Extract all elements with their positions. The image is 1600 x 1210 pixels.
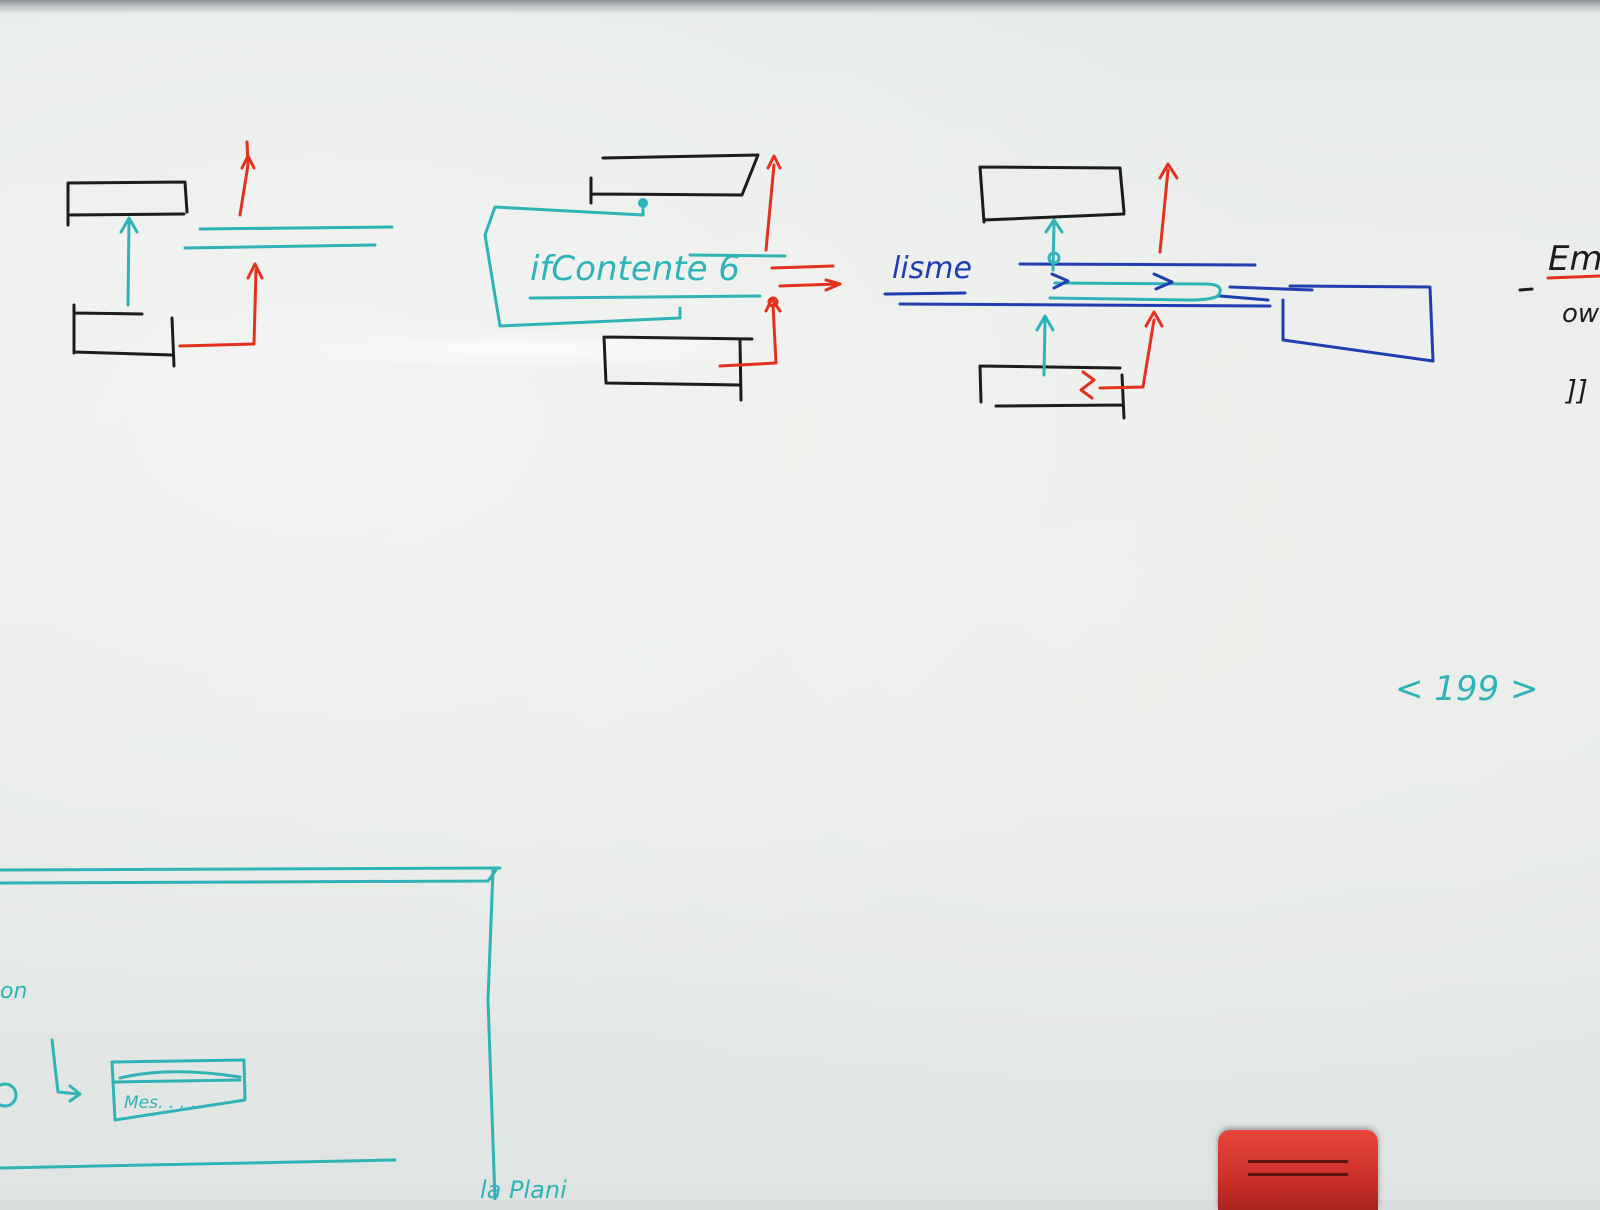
bottom-edge-text: la Plani <box>480 1176 567 1200</box>
circle-marker <box>0 1082 18 1108</box>
right-edge-notes: Em ow ]] <box>1518 239 1600 407</box>
red-arrow-right-bottom <box>1079 310 1164 400</box>
teal-arrow-bottom <box>1035 314 1055 377</box>
box-top-right <box>978 165 1126 224</box>
blue-underline-and-rails <box>883 262 1314 308</box>
diagram-1 <box>66 140 394 368</box>
box-bottom-left <box>72 303 176 368</box>
mini-panel-text: Mes. . . . . <box>124 1093 207 1113</box>
bottom-left-side-text: on <box>0 979 27 1004</box>
box-top-left <box>66 180 189 227</box>
if-label: ifContente 6 <box>530 249 740 289</box>
whiteboard-frame-top <box>0 0 1600 14</box>
red-arrow-top <box>238 140 256 217</box>
red-heading-underline <box>1546 274 1600 280</box>
teal-chevrons <box>1050 272 1174 291</box>
box-top-middle <box>589 153 760 205</box>
curved-arrow <box>50 1038 82 1103</box>
right-edge-heading: Em <box>1548 239 1600 279</box>
teal-node <box>638 198 648 208</box>
wireframe-outer-frame <box>0 866 502 1200</box>
right-edge-line1: ow <box>1562 299 1600 329</box>
page-marker: < 199 > <box>1395 669 1539 709</box>
teal-arrow-up <box>119 216 139 307</box>
teal-node-right <box>1047 251 1061 265</box>
bottom-left-wireframe: on Mes. . . . . la Plani <box>0 866 567 1200</box>
diagram-3: lisme <box>883 162 1435 420</box>
box-bottom-right <box>978 364 1126 420</box>
diagram-2: ifContente 6 <box>483 153 842 402</box>
right-edge-line2: ]] <box>1564 374 1588 407</box>
bullet-dash <box>1518 287 1534 292</box>
user-label: lisme <box>892 251 972 286</box>
red-connector-bottom <box>718 297 782 368</box>
red-node <box>767 296 779 308</box>
box-bottom-middle <box>602 335 754 402</box>
red-whiteboard-eraser <box>1218 1130 1378 1210</box>
red-connector <box>178 262 264 348</box>
red-arrow-right-top <box>1158 162 1179 254</box>
eraser-label-marks <box>1248 1160 1348 1176</box>
blue-box-right <box>1281 284 1435 363</box>
red-arrow-vertical <box>764 154 782 252</box>
light-glare <box>260 330 780 370</box>
red-arrow-horizontal <box>770 264 842 292</box>
teal-pipe <box>1048 281 1222 302</box>
mini-panel <box>110 1058 247 1122</box>
teal-double-line <box>183 225 394 250</box>
